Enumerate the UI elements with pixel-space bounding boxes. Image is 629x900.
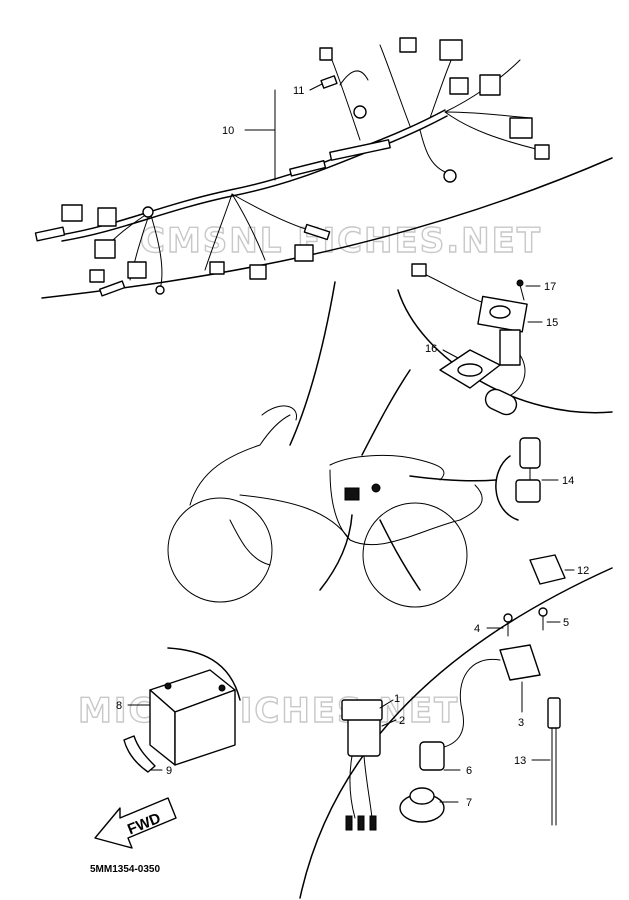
bottom-section-arc — [299, 567, 613, 899]
relay — [529, 554, 566, 585]
fuse-holder — [515, 437, 541, 503]
callout-16: 16 — [425, 343, 437, 355]
watermark-top: CMSNL FICHES.NET — [140, 221, 542, 261]
callout-15: 15 — [546, 317, 558, 329]
watermark-bottom: MICROFICHES.NET — [78, 691, 459, 731]
callout-6: 6 — [466, 765, 472, 777]
callout-3: 3 — [518, 717, 524, 729]
callout-11: 11 — [293, 85, 304, 97]
leader-16 — [442, 349, 459, 359]
fuse-clip — [320, 75, 338, 89]
fuel-sender — [411, 263, 528, 416]
callout-2: 2 — [399, 715, 405, 727]
leader-11 — [309, 83, 323, 91]
callout-5: 5 — [563, 617, 569, 629]
callout-9: 9 — [166, 765, 172, 777]
callout-10: 10 — [222, 125, 234, 137]
leader-2 — [381, 719, 397, 727]
screws — [503, 607, 548, 637]
fwd-arrow — [94, 797, 177, 849]
battery — [149, 669, 236, 766]
callout-17: 17 — [544, 281, 556, 293]
cdi-unit — [341, 699, 383, 831]
leader-1 — [379, 699, 394, 709]
wire-harness — [34, 37, 550, 297]
callout-4: 4 — [474, 623, 480, 635]
ignition-coil — [399, 644, 541, 823]
callout-1: 1 — [394, 693, 400, 705]
cable-band — [547, 697, 561, 826]
location-arrows — [289, 281, 497, 591]
battery-section-arc — [167, 647, 241, 701]
diagram-code: 5MM1354-0350 — [90, 864, 160, 875]
callout-14: 14 — [562, 475, 574, 487]
callout-13: 13 — [514, 755, 526, 767]
fuse-section-arc — [495, 455, 519, 521]
scooter-outline — [167, 405, 483, 608]
callout-12: 12 — [577, 565, 589, 577]
callout-7: 7 — [466, 797, 472, 809]
callout-8: 8 — [116, 700, 122, 712]
breather-hose — [123, 735, 156, 773]
